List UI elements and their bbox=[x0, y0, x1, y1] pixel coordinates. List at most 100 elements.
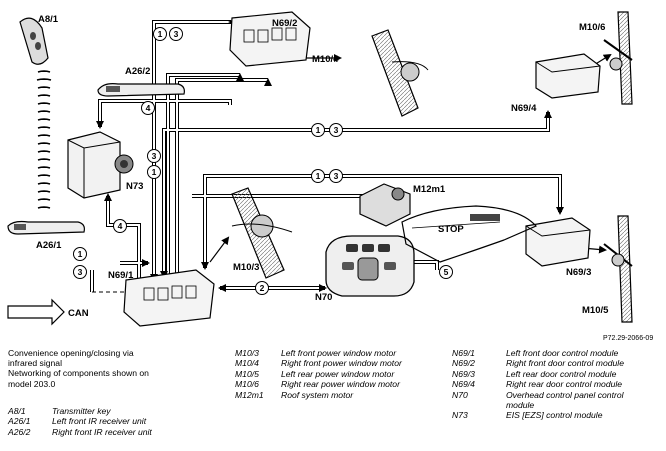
signal-markers: 1 3 4 1 3 3 1 1 3 4 1 3 2 5 bbox=[73, 27, 453, 295]
label-a26-2: A26/2 bbox=[125, 66, 150, 77]
signal-1-marker: 1 bbox=[316, 171, 321, 181]
caption: Convenience opening/closing via infrared… bbox=[8, 348, 178, 389]
legend-column-n: N69/1 Left front door control module N69/… bbox=[452, 348, 658, 420]
can-legend bbox=[7, 298, 65, 326]
legend-code: N69/3 bbox=[452, 368, 475, 379]
legend-desc: Left front IR receiver unit bbox=[52, 416, 147, 427]
legend-desc: Left front door control module bbox=[506, 348, 619, 358]
signal-2-marker: 2 bbox=[260, 283, 265, 293]
legend-code: A8/1 bbox=[8, 406, 26, 416]
legend-desc: Left rear power window motor bbox=[281, 368, 395, 379]
signal-4-marker: 4 bbox=[118, 221, 123, 231]
label-stop: STOP bbox=[438, 224, 464, 235]
legend-code: M10/4 bbox=[235, 358, 259, 369]
label-m10-3: M10/3 bbox=[233, 262, 259, 273]
legend-entry: N69/3 Left rear door control module bbox=[452, 369, 658, 379]
legend-desc: Roof system motor bbox=[281, 389, 354, 400]
figure-reference: P72.29-2066-09 bbox=[603, 335, 653, 342]
legend-desc: Overhead control panel control module bbox=[506, 389, 624, 410]
legend-entry: A8/1 Transmitter key bbox=[8, 406, 228, 416]
legend-code: M10/3 bbox=[235, 348, 259, 358]
legend-entry: M10/5 Left rear power window motor bbox=[235, 369, 465, 379]
vehicle-roof bbox=[401, 205, 537, 263]
legend-entry: N73 EIS [EZS] control module bbox=[452, 410, 658, 420]
legend-desc: Right front power window motor bbox=[281, 358, 402, 369]
legend-code: M12m1 bbox=[235, 389, 264, 400]
window-motor-left-front bbox=[231, 187, 293, 279]
label-n69-1: N69/1 bbox=[108, 270, 134, 281]
legend-code: A26/1 bbox=[8, 416, 31, 427]
legend-code: N73 bbox=[452, 409, 468, 420]
connection-lines bbox=[90, 18, 612, 292]
window-motor-right-rear bbox=[603, 11, 633, 105]
caption-line: Convenience opening/closing via bbox=[8, 348, 134, 358]
label-m10-5: M10/5 bbox=[582, 305, 609, 316]
eis-control-module bbox=[67, 131, 134, 199]
legend-desc: EIS [EZS] control module bbox=[506, 409, 603, 420]
dcm-left-front bbox=[123, 269, 215, 327]
window-motor-left-rear bbox=[603, 215, 633, 323]
legend-entry: A26/1 Left front IR receiver unit bbox=[8, 416, 228, 426]
signal-3-marker: 3 bbox=[78, 267, 83, 277]
legend-code: N69/1 bbox=[452, 348, 475, 358]
legend-entry: A26/2 Right front IR receiver unit bbox=[8, 427, 228, 437]
label-n69-3: N69/3 bbox=[566, 267, 591, 278]
signal-1-marker: 1 bbox=[78, 249, 83, 259]
roof-system-motor bbox=[359, 183, 411, 227]
label-can: CAN bbox=[68, 308, 89, 319]
legend-desc: Left front power window motor bbox=[281, 348, 397, 358]
legend-entry: N69/1 Left front door control module bbox=[452, 348, 658, 358]
component-labels: A8/1 A26/2 A26/1 N69/2 M10/4 M10/6 N69/4… bbox=[36, 14, 653, 342]
signal-1-marker: 1 bbox=[316, 125, 321, 135]
legend-column-a: A8/1 Transmitter key A26/1 Left front IR r… bbox=[8, 406, 228, 437]
legend-code: M10/6 bbox=[235, 379, 259, 390]
label-n69-4: N69/4 bbox=[511, 103, 537, 114]
label-m12m1: M12m1 bbox=[413, 184, 446, 195]
caption-line: Networking of components shown on bbox=[8, 368, 149, 379]
legend-entry: N69/4 Right rear door control module bbox=[452, 379, 658, 389]
infrared-signal bbox=[36, 70, 52, 209]
label-n69-2: N69/2 bbox=[272, 18, 297, 29]
label-m10-4: M10/4 bbox=[312, 54, 339, 65]
label-n70: N70 bbox=[315, 292, 332, 303]
signal-1-marker: 1 bbox=[152, 167, 157, 177]
label-a26-1: A26/1 bbox=[36, 240, 62, 251]
legend-desc: Right front IR receiver unit bbox=[52, 426, 152, 437]
legend-entry: M10/4 Right front power window motor bbox=[235, 358, 465, 368]
transmitter-key bbox=[19, 17, 49, 65]
legend-code: A26/2 bbox=[8, 426, 31, 437]
label-a8-1: A8/1 bbox=[38, 14, 59, 25]
legend-desc: Left rear door control module bbox=[506, 368, 617, 379]
legend-entry: M10/6 Right rear power window motor bbox=[235, 379, 465, 389]
legend-entry: N69/2 Right front door control module bbox=[452, 358, 658, 368]
legend-entry: N70 Overhead control panel control module bbox=[452, 390, 658, 410]
legend-entry: M10/3 Left front power window motor bbox=[235, 348, 465, 358]
legend-code: M10/5 bbox=[235, 368, 259, 379]
signal-3-marker: 3 bbox=[334, 125, 339, 135]
caption-line: model 203.0 bbox=[8, 378, 56, 389]
signal-5-marker: 5 bbox=[444, 267, 449, 277]
legend-code: N69/4 bbox=[452, 379, 475, 390]
legend-desc: Right rear power window motor bbox=[281, 379, 400, 390]
ir-receiver-right bbox=[97, 83, 185, 97]
signal-1-marker: 1 bbox=[158, 29, 163, 39]
caption-line: infrared signal bbox=[8, 358, 62, 369]
legend-code: N69/2 bbox=[452, 358, 475, 369]
signal-4-marker: 4 bbox=[146, 103, 151, 113]
legend-desc: Right rear door control module bbox=[506, 379, 623, 390]
legend-column-m: M10/3 Left front power window motor M10/4… bbox=[235, 348, 465, 400]
dcm-left-rear bbox=[525, 217, 591, 267]
legend-desc: Right front door control module bbox=[506, 358, 624, 369]
dcm-right-rear bbox=[535, 53, 601, 99]
signal-3-marker: 3 bbox=[334, 171, 339, 181]
overhead-control-panel bbox=[325, 235, 415, 297]
window-motor-right-front bbox=[371, 29, 429, 117]
ir-receiver-left bbox=[7, 220, 85, 235]
legend-code: N70 bbox=[452, 389, 468, 400]
signal-3-marker: 3 bbox=[174, 29, 179, 39]
label-n73: N73 bbox=[126, 181, 143, 192]
label-m10-6: M10/6 bbox=[579, 22, 605, 33]
legend-desc: Transmitter key bbox=[52, 406, 111, 416]
legend-entry: M12m1 Roof system motor bbox=[235, 390, 465, 400]
